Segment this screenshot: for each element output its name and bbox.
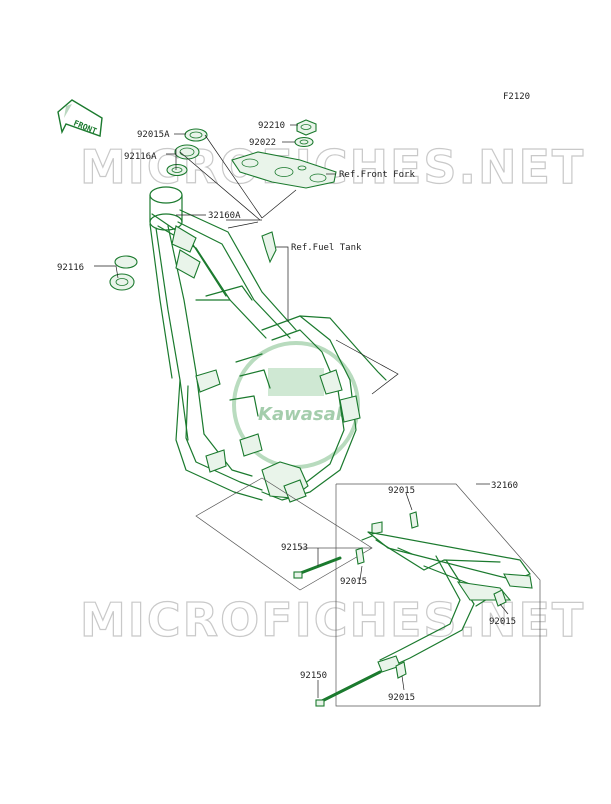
label-ref-front-fork[interactable]: Ref.Front Fork	[339, 170, 415, 180]
fuel-tank-bracket	[261, 231, 277, 264]
part-92210-nut	[296, 119, 317, 136]
part-seal-lower	[166, 163, 188, 177]
label-92015A[interactable]: 92015A	[137, 130, 170, 140]
bolt-92153-icon	[293, 556, 342, 579]
label-32160A[interactable]: 32160A	[208, 211, 241, 221]
bolt-92015-c-icon	[493, 589, 507, 607]
label-92015-upper[interactable]: 92015	[388, 486, 415, 496]
part-92116A-seal	[174, 144, 200, 160]
page-code: F2120	[503, 92, 530, 102]
label-92116A[interactable]: 92116A	[124, 152, 157, 162]
bolt-92015-b-icon	[355, 547, 365, 565]
steering-clamp	[231, 151, 337, 189]
main-frame	[149, 186, 387, 503]
label-92015-right[interactable]: 92015	[489, 617, 516, 627]
part-92022-washer	[294, 136, 314, 148]
label-92022[interactable]: 92022	[249, 138, 276, 148]
part-92116-bearing	[109, 255, 138, 291]
label-92015-lower[interactable]: 92015	[388, 693, 415, 703]
logo-text: Kawasaki	[258, 404, 355, 425]
label-32160[interactable]: 32160	[491, 481, 518, 491]
leader-lines	[94, 124, 509, 698]
watermark-top: MICROFICHES.NET	[80, 140, 585, 194]
label-92210[interactable]: 92210	[258, 121, 285, 131]
label-ref-fuel-tank[interactable]: Ref.Fuel Tank	[291, 243, 362, 253]
part-92015A-bearing	[184, 128, 208, 142]
label-92015-middle[interactable]: 92015	[340, 577, 367, 587]
bolt-92015-a-icon	[409, 511, 419, 529]
front-arrow-icon: FRONT	[57, 99, 103, 137]
label-92116[interactable]: 92116	[57, 263, 84, 273]
bolt-92150-icon	[315, 670, 382, 707]
label-92150[interactable]: 92150	[300, 671, 327, 681]
bolt-92015-d-icon	[395, 661, 407, 679]
label-92153[interactable]: 92153	[281, 543, 308, 553]
